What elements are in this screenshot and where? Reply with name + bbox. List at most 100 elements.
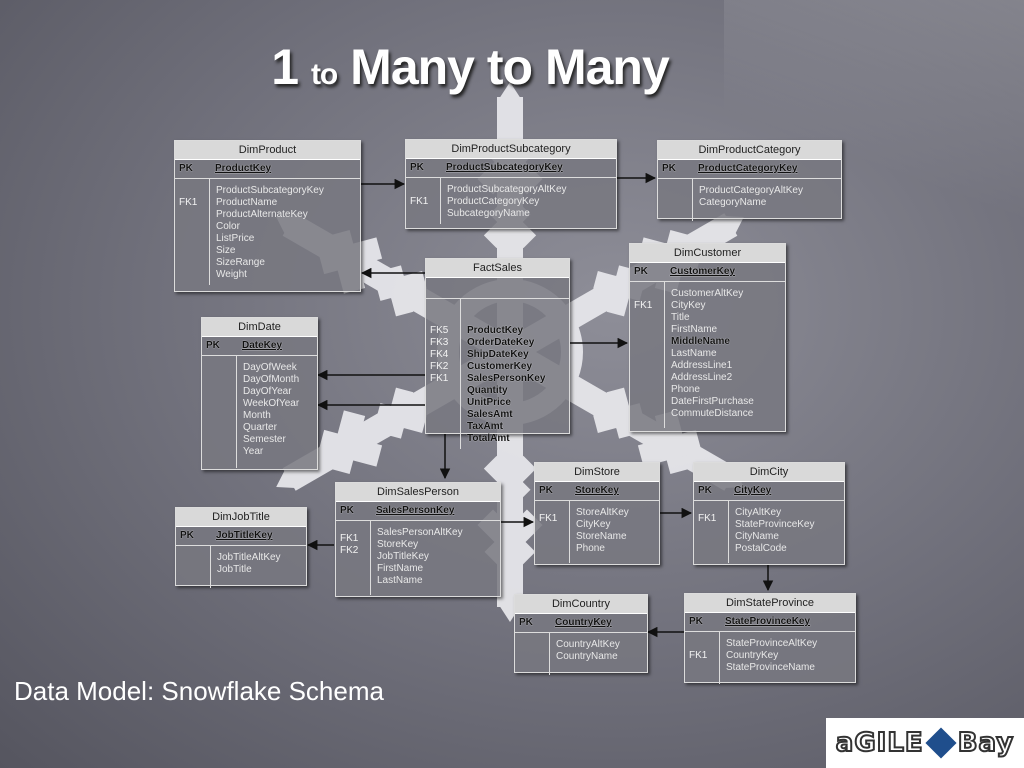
pk-field: ProductCategoryKey xyxy=(698,163,798,174)
field: Weight xyxy=(216,269,247,280)
pk-field: CountryKey xyxy=(555,617,612,628)
field: SalesPersonKey xyxy=(467,373,546,384)
pk-label: PK xyxy=(340,505,354,516)
table-header: FactSales xyxy=(426,259,569,278)
field: Size xyxy=(216,245,236,256)
field: Title xyxy=(671,312,690,323)
table-header: DimStateProvince xyxy=(685,594,855,613)
table-factsales: FactSales FK5 FK3 FK4 FK2 FK1 ProductKey… xyxy=(425,258,570,449)
pk-field: DateKey xyxy=(242,340,283,351)
fk-label: FK1 xyxy=(410,196,429,207)
field: StateProvinceName xyxy=(726,662,815,673)
pk-field: ProductKey xyxy=(215,163,272,174)
logo-globe-icon xyxy=(925,727,957,759)
field: SubcategoryName xyxy=(447,208,530,219)
field: StoreName xyxy=(576,531,627,542)
pk-label: PK xyxy=(410,162,424,173)
fk-label: FK1 xyxy=(689,650,708,661)
field: CityAltKey xyxy=(735,507,782,518)
slide-subtitle: Data Model: Snowflake Schema xyxy=(14,676,384,706)
field: JobTitleAltKey xyxy=(217,552,281,563)
field: SalesAmt xyxy=(467,409,513,420)
fk-label: FK1 xyxy=(430,373,449,384)
table-header: DimProductSubcategory xyxy=(406,140,616,159)
company-logo: aGILE Bay xyxy=(826,718,1024,768)
table-header: DimStore xyxy=(535,463,659,482)
field: DateFirstPurchase xyxy=(671,396,754,407)
fk-label: FK1 xyxy=(634,300,653,311)
field: ProductCategoryKey xyxy=(447,196,540,207)
fk-label: FK1 xyxy=(698,513,717,524)
field: FirstName xyxy=(671,324,718,335)
slide-title: 1 to Many to Many xyxy=(0,38,940,96)
field: StateProvinceAltKey xyxy=(726,638,818,649)
pk-label: PK xyxy=(634,266,648,277)
table-header: DimJobTitle xyxy=(176,508,306,527)
pk-label: PK xyxy=(179,163,193,174)
field: CategoryName xyxy=(699,197,767,208)
field: CityName xyxy=(735,531,779,542)
field: CityKey xyxy=(671,300,706,311)
field: ProductKey xyxy=(467,325,524,336)
pk-field: SalesPersonKey xyxy=(376,505,455,516)
pk-field: StoreKey xyxy=(575,485,619,496)
field: AddressLine1 xyxy=(671,360,733,371)
logo-text-right: Bay xyxy=(957,727,1015,759)
title-part-small: to xyxy=(310,58,338,91)
pk-field: JobTitleKey xyxy=(216,530,273,541)
field: CommuteDistance xyxy=(671,408,754,419)
pk-label: PK xyxy=(539,485,553,496)
field: CityKey xyxy=(576,519,611,530)
pk-field: StateProvinceKey xyxy=(725,616,811,627)
field: CountryAltKey xyxy=(556,639,620,650)
field: StateProvinceKey xyxy=(735,519,815,530)
fk-label: FK1 xyxy=(179,197,198,208)
fk-label: FK2 xyxy=(430,361,449,372)
field: CustomerAltKey xyxy=(671,288,744,299)
field: Phone xyxy=(671,384,700,395)
field: SizeRange xyxy=(216,257,265,268)
table-header: DimCustomer xyxy=(630,244,785,263)
pk-label: PK xyxy=(698,485,712,496)
field: ShipDateKey xyxy=(467,349,529,360)
field: FirstName xyxy=(377,563,424,574)
fk-label: FK1 xyxy=(340,533,359,544)
fk-label: FK1 xyxy=(539,513,558,524)
pk-field: ProductSubcategoryKey xyxy=(446,162,563,173)
field: LastName xyxy=(671,348,717,359)
field: AddressLine2 xyxy=(671,372,733,383)
field: Month xyxy=(243,410,271,421)
title-part-1: 1 xyxy=(271,39,299,95)
pk-label: PK xyxy=(662,163,676,174)
table-header: DimCity xyxy=(694,463,844,482)
field: CountryName xyxy=(556,651,618,662)
table-dimproductsubcategory: DimProductSubcategory PK ProductSubcatego… xyxy=(405,139,617,229)
table-header: DimDate xyxy=(202,318,317,337)
field: Semester xyxy=(243,434,286,445)
field: TotalAmt xyxy=(467,433,510,444)
field: StoreKey xyxy=(377,539,419,550)
field: JobTitleKey xyxy=(377,551,429,562)
field: ProductSubcategoryAltKey xyxy=(447,184,567,195)
fk-label: FK2 xyxy=(340,545,359,556)
field: UnitPrice xyxy=(467,397,511,408)
field: Phone xyxy=(576,543,605,554)
pk-label: PK xyxy=(206,340,220,351)
field: CountryKey xyxy=(726,650,779,661)
fk-label: FK4 xyxy=(430,349,449,360)
field: OrderDateKey xyxy=(467,337,535,348)
field: DayOfYear xyxy=(243,386,292,397)
table-header: DimSalesPerson xyxy=(336,483,500,502)
pk-label: PK xyxy=(519,617,533,628)
field: DayOfWeek xyxy=(243,362,297,373)
field: Quantity xyxy=(467,385,508,396)
